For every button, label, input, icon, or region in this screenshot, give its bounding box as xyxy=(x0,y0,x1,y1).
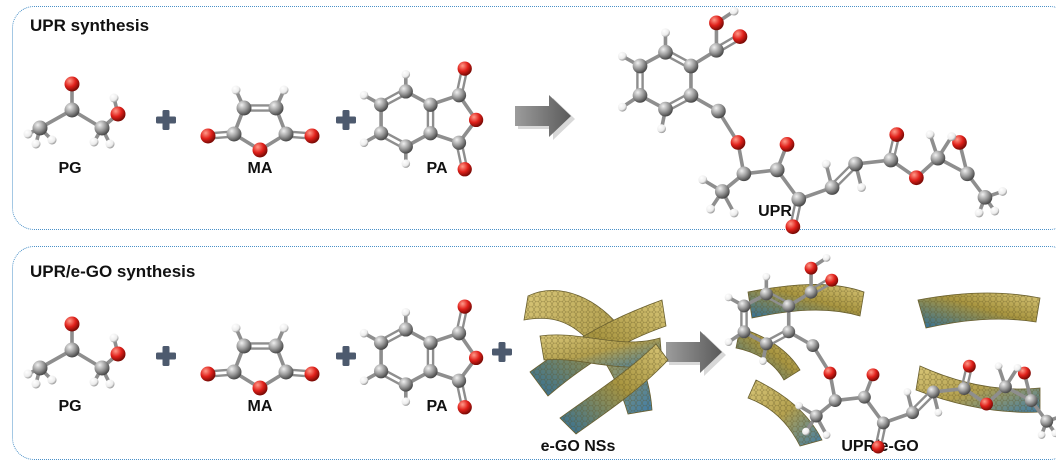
upr-molecule xyxy=(617,6,1008,235)
pa-molecule-bottom xyxy=(359,299,484,415)
upr-label: UPR xyxy=(758,203,792,220)
plus-icon-2 xyxy=(336,110,356,130)
plus-icon-4 xyxy=(336,346,356,366)
composite-sheet-1 xyxy=(747,284,865,319)
pg-label-top: PG xyxy=(58,160,82,177)
ma-molecule-bottom xyxy=(200,323,320,396)
ego-sheet-4 xyxy=(559,343,669,435)
reaction-arrow-bottom xyxy=(666,331,726,376)
upr-ego-synthesis-title: UPR/e-GO synthesis xyxy=(30,262,196,281)
plus-icon-5 xyxy=(492,342,512,362)
ma-label-bottom: MA xyxy=(247,398,273,415)
ma-label-top: MA xyxy=(247,160,273,177)
pa-molecule-top xyxy=(359,61,484,177)
pg-label-bottom: PG xyxy=(58,398,82,415)
composite-sheet-5 xyxy=(735,327,801,381)
composite-sheet-2 xyxy=(917,292,1041,329)
ma-molecule-top xyxy=(200,85,320,158)
upr-ego-synthesis-panel xyxy=(12,246,1056,460)
reaction-arrow-top xyxy=(515,95,575,140)
ego-nss-label: e-GO NSs xyxy=(540,438,616,455)
upr-synthesis-title: UPR synthesis xyxy=(30,16,150,35)
ego-sheet-3 xyxy=(539,334,663,368)
upr-ego-molecule xyxy=(724,253,1056,454)
upr-synthesis-panel xyxy=(12,6,1056,230)
pa-label-top: PA xyxy=(426,160,448,177)
pg-molecule-bottom xyxy=(23,316,126,389)
plus-icon-3 xyxy=(156,346,176,366)
pa-label-bottom: PA xyxy=(426,398,448,415)
pg-molecule-top xyxy=(23,76,126,149)
plus-icon-1 xyxy=(156,110,176,130)
